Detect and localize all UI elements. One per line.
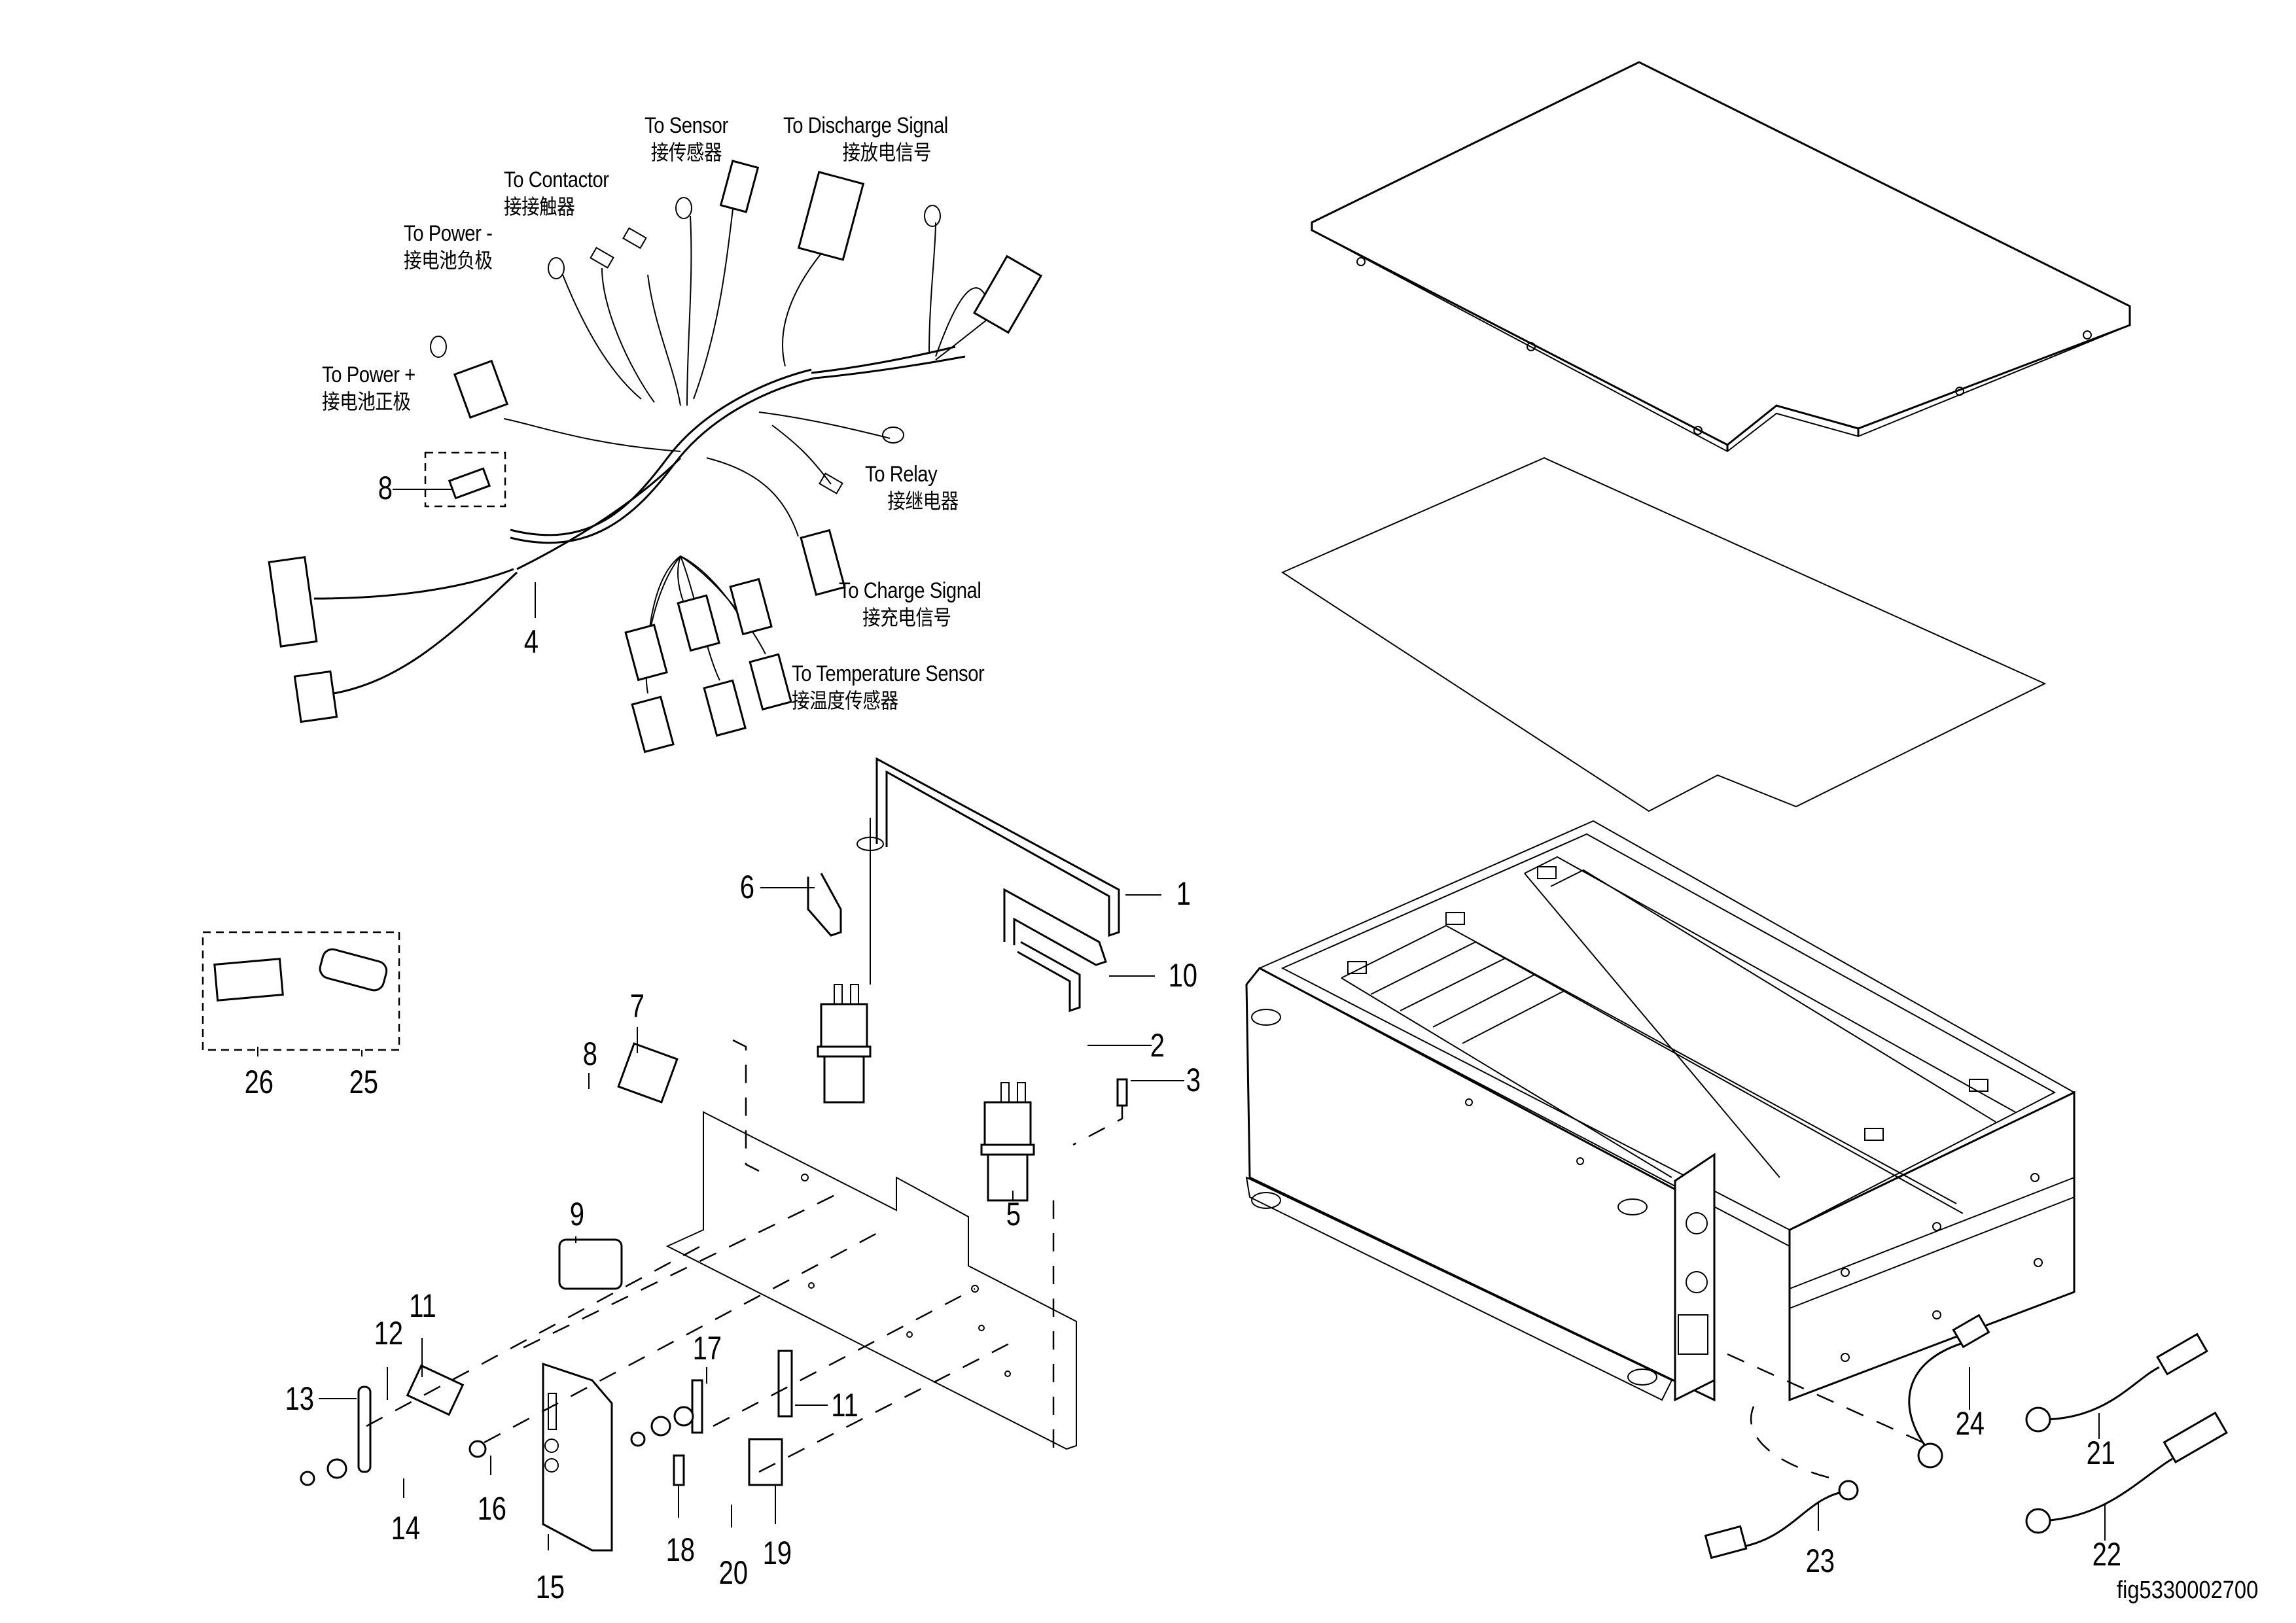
mounting-plate [665,1039,1077,1459]
insulation-sheet [1280,457,2047,812]
bracket-18 [673,1454,685,1486]
washers-nuts [300,1406,694,1486]
label-en: To Relay [865,462,938,487]
callout-22-cable: 22 [2092,1536,2122,1573]
label-en: To Sensor [645,113,728,138]
callout-7-fuse-holder: 7 [629,988,645,1024]
battery-cells [1341,856,2016,1214]
callout-5-contactor: 5 [1006,1196,1021,1232]
callout-8-screw: 8 [582,1036,598,1072]
callout-9-sensor: 9 [569,1196,585,1232]
wiring-harness [268,160,1043,754]
label-en: To Charge Signal [839,578,981,603]
battery-lid [1311,61,2131,453]
leader-lines [257,489,2106,1550]
cable-23 [1704,1480,1859,1560]
sensor-9 [558,1238,623,1290]
label-to-relay: To Relay 接继电器 [865,461,959,515]
label-cn: 接电池正极 [322,389,411,414]
callout-24-cable: 24 [1955,1405,1985,1442]
label-cn: 接温度传感器 [792,688,898,713]
label-en: To Discharge Signal [783,113,948,138]
label-en: To Power + [322,362,415,387]
fuse-17 [691,1379,703,1434]
relay-19 [748,1438,783,1486]
callout-13-busbar: 13 [285,1380,315,1417]
callout-25-cover: 25 [349,1064,379,1100]
callout-17-fuse: 17 [692,1330,722,1367]
callout-15-controller-board: 15 [535,1569,565,1605]
callout-2-busbar: 2 [1150,1027,1165,1064]
label-en: To Temperature Sensor [792,661,985,686]
label-to-sensor: To Sensor 接传感器 [645,113,728,166]
callout-10-busbar: 10 [1168,957,1198,994]
cable-22 [2025,1411,2229,1534]
label-cn: 接放电信号 [842,140,931,165]
callout-11-fuse-holder-right: 11 [831,1387,858,1423]
label-cn: 接接触器 [504,194,575,219]
label-to-power-positive: To Power + 接电池正极 [322,362,415,415]
busbar-10 [1003,888,1107,966]
fuse-holder-11-left [406,1364,465,1416]
callout-1-busbar: 1 [1176,875,1192,912]
fuse-holder-11-right [777,1350,793,1418]
label-to-discharge-signal: To Discharge Signal 接放电信号 [783,113,948,166]
assembly-dash-lines [366,1189,1931,1480]
bolt-3 [1072,1078,1128,1146]
label-cn: 接充电信号 [862,605,951,630]
callout-12-fuse: 12 [374,1315,404,1352]
fuse-holder-7 [617,1042,679,1104]
label-cn: 接传感器 [650,140,722,165]
controller-board-15 [542,1362,613,1552]
contactor-5 [980,1082,1035,1202]
callout-21-cable: 21 [2086,1435,2116,1471]
callout-26-module: 26 [244,1064,274,1100]
callout-4-harness: 4 [523,623,539,660]
busbar-13 [357,1386,372,1473]
busbar-1 [857,757,1120,937]
callout-8-fuse: 8 [378,470,393,506]
callout-16-screw: 16 [477,1490,507,1527]
label-en: To Power - [404,221,493,246]
callout-6-bracket: 6 [739,869,755,905]
callout-19-relay: 19 [762,1535,792,1571]
callout-14-screw: 14 [391,1510,421,1546]
busbar-2 [1017,941,1081,1013]
callout-3-bolt: 3 [1186,1062,1201,1098]
bracket-6 [807,873,842,937]
label-en: To Contactor [504,167,609,192]
callout-23-cable: 23 [1805,1543,1835,1579]
optional-parts-box [202,931,400,1051]
label-cn: 接电池负极 [404,248,493,273]
cable-24 [1908,1314,1990,1469]
cable-21 [2025,1333,2208,1433]
label-to-contactor: To Contactor 接接触器 [504,167,609,220]
label-to-power-negative: To Power - 接电池负极 [404,220,493,274]
callout-11-fuse-holder-left: 11 [409,1287,436,1324]
label-to-temperature-sensor: To Temperature Sensor 接温度传感器 [792,661,985,714]
label-cn: 接继电器 [887,489,959,514]
label-to-charge-signal: To Charge Signal 接充电信号 [839,578,981,631]
battery-box [1245,820,2076,1402]
callout-20-screw: 20 [718,1554,749,1591]
figure-id: fig5330002700 [2117,1577,2259,1604]
callout-18-bracket: 18 [665,1531,696,1568]
contactor-upper [817,818,872,1104]
